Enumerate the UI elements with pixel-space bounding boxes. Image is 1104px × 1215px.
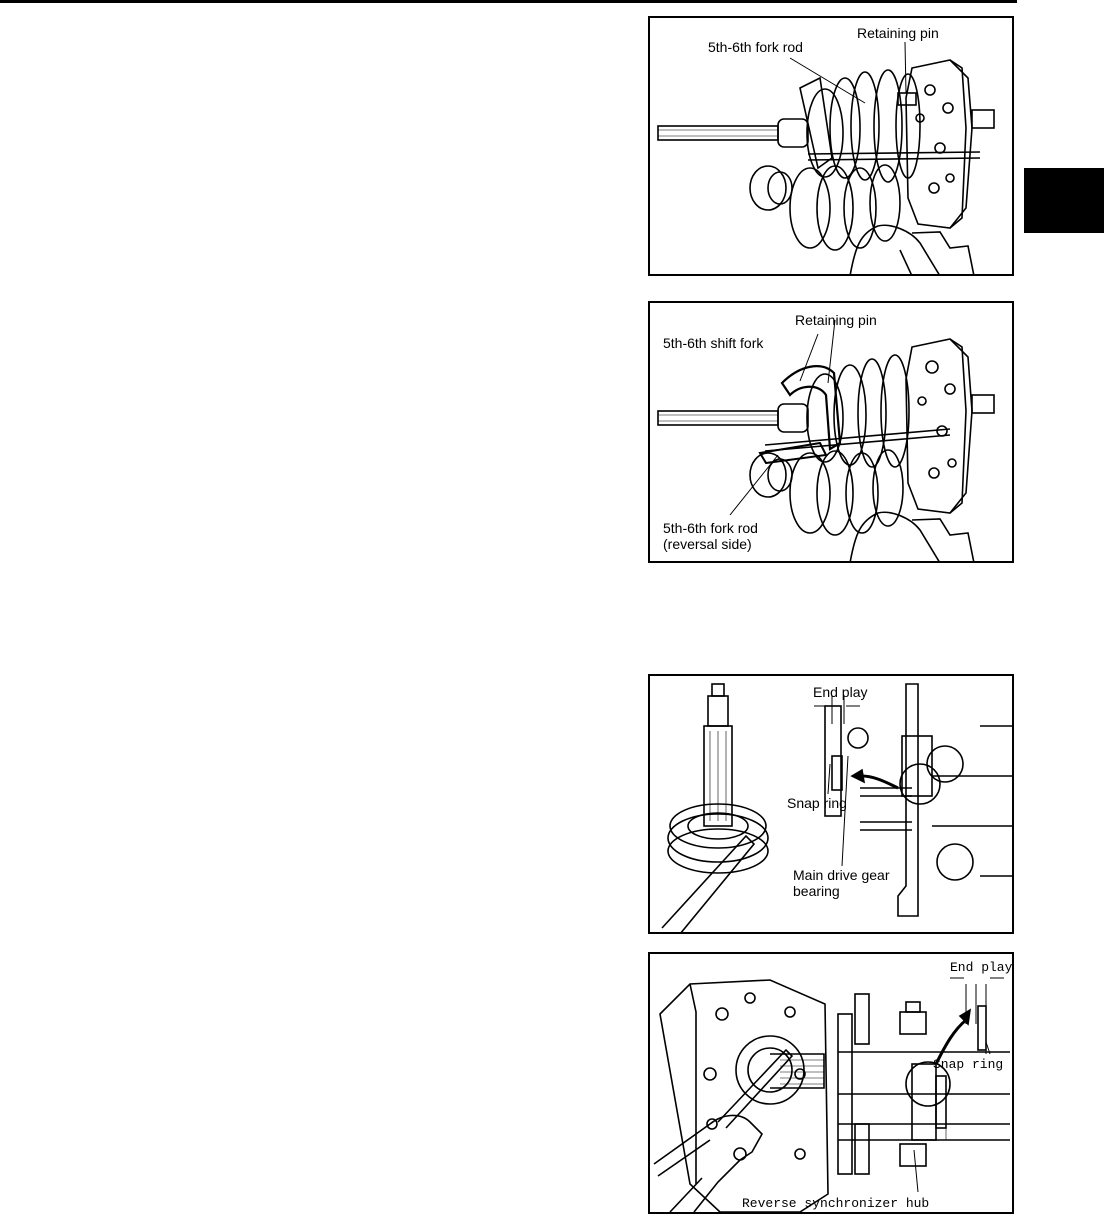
illustration-shift-fork	[657, 319, 995, 561]
section-tab	[1024, 168, 1104, 233]
label-fork-rod: 5th-6th fork rod	[708, 39, 803, 55]
illustration-main-drive-gear	[661, 683, 1012, 932]
label-shift-fork: 5th-6th shift fork	[663, 335, 764, 351]
label-end-play: End play	[813, 684, 868, 700]
figure-main-drive-gear-end-play: End play Snap ring Main drive gear beari…	[648, 674, 1014, 934]
label-retaining-pin: Retaining pin	[795, 312, 877, 328]
label-reverse-synchronizer-hub: Reverse synchronizer hub	[742, 1196, 930, 1211]
label-main-drive-gear-bearing: Main drive gear bearing	[793, 867, 890, 899]
illustration-reverse-synchronizer	[653, 977, 1010, 1212]
label-retaining-pin: Retaining pin	[857, 25, 939, 41]
label-end-play: End play	[950, 960, 1013, 975]
figure-fork-rod-removal: 5th-6th fork rod Retaining pin	[648, 16, 1014, 276]
label-snap-ring: Snap ring	[787, 795, 847, 811]
label-fork-rod-reversal: 5th-6th fork rod (reversal side)	[663, 520, 758, 552]
figure-shift-fork-removal: Retaining pin 5th-6th shift fork 5th-6th…	[648, 301, 1014, 563]
figure-reverse-synchronizer-end-play: End play Snap ring Reverse synchronizer …	[648, 952, 1014, 1214]
label-snap-ring: Snap ring	[933, 1057, 1004, 1072]
illustration-gear-assembly	[657, 41, 995, 274]
header-rule	[0, 0, 1017, 3]
